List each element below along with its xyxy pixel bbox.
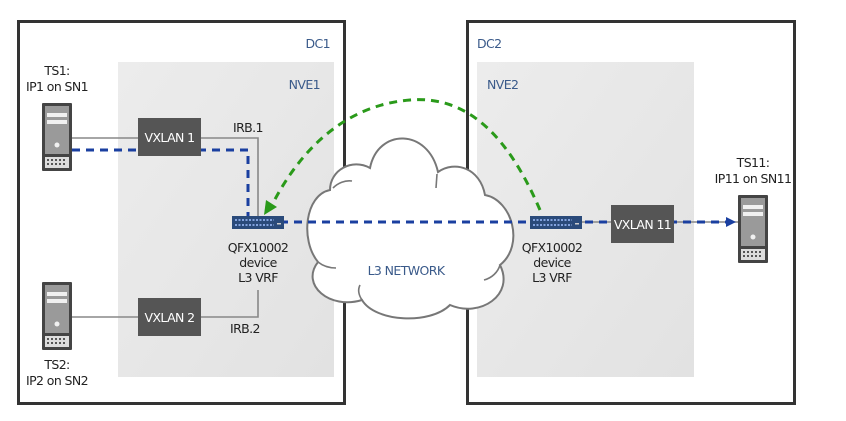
vxlan11-label: VXLAN 11 (614, 217, 671, 232)
device-left-line2: device (239, 255, 277, 270)
server-tower-icon-ts11 (738, 195, 768, 263)
ts11-label-line2: IP11 on SN11 (715, 171, 792, 186)
ts2-label-line2: IP2 on SN2 (26, 373, 88, 388)
device-left-line1: QFX10002 (228, 240, 289, 255)
device-left-line3: L3 VRF (238, 270, 278, 285)
irb2-label: IRB.2 (230, 321, 260, 336)
ts11-label-line1: TS11: (736, 155, 770, 170)
dc2-label: DC2 (477, 36, 502, 51)
dc1-label: DC1 (305, 36, 330, 51)
server-tower-icon-ts2 (42, 282, 72, 350)
device-right-line3: L3 VRF (532, 270, 572, 285)
cloud-icon (306, 137, 515, 320)
server-tower-icon-ts1 (42, 103, 72, 171)
ts1-label-line2: IP1 on SN1 (26, 79, 88, 94)
device-right-line1: QFX10002 (522, 240, 583, 255)
route-path-arrowhead (264, 200, 277, 215)
vxlan1-label: VXLAN 1 (145, 130, 195, 145)
route-path-green (270, 98, 542, 211)
vxlan2-label: VXLAN 2 (145, 310, 195, 325)
device-right-line2: device (533, 255, 571, 270)
network-switch-icon-right (529, 215, 583, 230)
cloud-label: L3 NETWORK (368, 263, 446, 278)
network-switch-icon-left (231, 215, 285, 230)
vxlan1-box (138, 118, 201, 156)
nve2-label: NVE2 (487, 77, 518, 92)
vxlan11-box (611, 205, 674, 243)
link-vxlan1-irb1 (200, 137, 259, 222)
irb1-label: IRB.1 (233, 120, 263, 135)
link-vxlan2-irb2 (200, 290, 259, 318)
ts1-label-line1: TS1: (43, 63, 69, 78)
nve1-label: NVE1 (289, 77, 320, 92)
vxlan2-box (138, 298, 201, 336)
ts2-label-line1: TS2: (43, 357, 69, 372)
data-path-arrowhead (726, 217, 736, 227)
